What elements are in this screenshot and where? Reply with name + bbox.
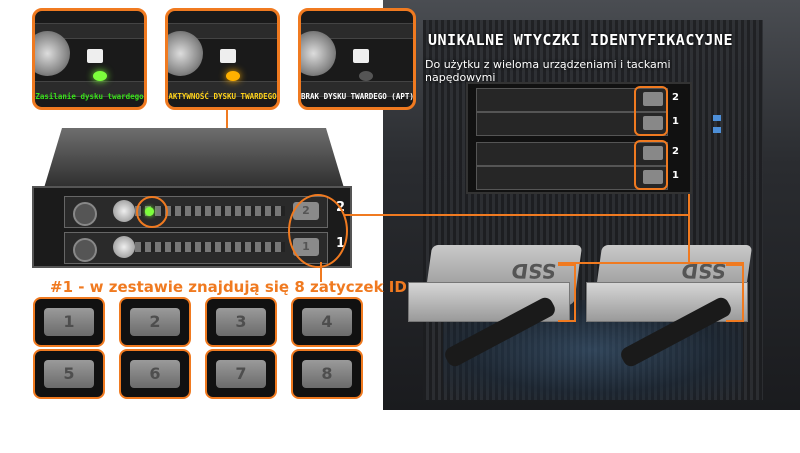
slot-number: 2 (672, 146, 679, 157)
id-plug-tile: 6 (119, 349, 191, 399)
slot-number: 2 (672, 92, 679, 103)
led-indicator-icon (93, 71, 107, 81)
enclosure-top (44, 128, 344, 188)
highlight-frame (726, 264, 744, 322)
highlight-frame (558, 264, 576, 322)
banner-title: UNIKALNE WTYCZKI IDENTYFIKACYJNE (428, 31, 733, 49)
screw-icon (73, 202, 97, 226)
thumbnail-caption: BRAK DYSKU TWARDEGO (APT) (301, 92, 414, 101)
key-lock-icon (168, 31, 203, 76)
connector-line (344, 214, 690, 216)
id-plug-number: 7 (216, 360, 266, 388)
padlock-icon (353, 49, 369, 63)
highlight-frame (634, 86, 668, 136)
plugs-caption: #1 - w zestawie znajdują się 8 zatyczek … (50, 278, 407, 296)
id-plug-number: 2 (130, 308, 180, 336)
id-plug-number: 4 (302, 308, 352, 336)
id-plug-number: 6 (130, 360, 180, 388)
tower-front-ports (713, 115, 727, 145)
id-plug (643, 92, 663, 106)
id-plug-tile: 7 (205, 349, 277, 399)
screw-icon (73, 238, 97, 262)
thumbnail-activity: AKTYWNOŚĆ DYSKU TWARDEGO (165, 8, 280, 110)
padlock-icon (87, 49, 103, 63)
thumbnail-power: Zasilanie dysku twardego (32, 8, 147, 110)
padlock-icon (220, 49, 236, 63)
tower-drive-tray (476, 88, 668, 112)
id-plug-number: 8 (302, 360, 352, 388)
banner-subtitle: Do użytku z wieloma urządzeniami i tacka… (425, 58, 671, 84)
connector-line (558, 262, 744, 264)
highlight-circle (136, 196, 168, 228)
slot-number: 1 (672, 170, 679, 181)
drive-tray-1[interactable]: 1 (64, 232, 328, 264)
id-plug-tile: 4 (291, 297, 363, 347)
id-plug-tile: 5 (33, 349, 105, 399)
id-plug-tile: 1 (33, 297, 105, 347)
id-plug-number: 1 (44, 308, 94, 336)
id-plug (643, 170, 663, 184)
led-indicator-icon (359, 71, 373, 81)
id-plug (643, 116, 663, 130)
slot-number: 1 (672, 116, 679, 127)
highlight-circle (288, 194, 348, 268)
id-plug-tile: 3 (205, 297, 277, 347)
thumbnail-caption: Zasilanie dysku twardego (35, 92, 144, 101)
highlight-frame (634, 140, 668, 190)
key-lock-icon[interactable] (113, 236, 135, 258)
connector-line (688, 214, 690, 264)
key-lock-icon[interactable] (113, 200, 135, 222)
thumbnail-caption: AKTYWNOŚĆ DYSKU TWARDEGO (168, 92, 277, 101)
ssd-label: SSD (510, 259, 559, 283)
id-plug-number: 3 (216, 308, 266, 336)
key-lock-icon (35, 31, 70, 76)
tower-rack-enclosure: 2 1 2 1 (466, 82, 692, 194)
thumbnail-no-drive: BRAK DYSKU TWARDEGO (APT) (298, 8, 416, 110)
id-plug (643, 146, 663, 160)
key-lock-icon (301, 31, 336, 76)
id-plug-tile: 8 (291, 349, 363, 399)
connector-line (320, 262, 322, 282)
led-indicator-icon (226, 71, 240, 81)
id-plug-tile: 2 (119, 297, 191, 347)
id-plug-number: 5 (44, 360, 94, 388)
tower-drive-tray (476, 142, 668, 166)
